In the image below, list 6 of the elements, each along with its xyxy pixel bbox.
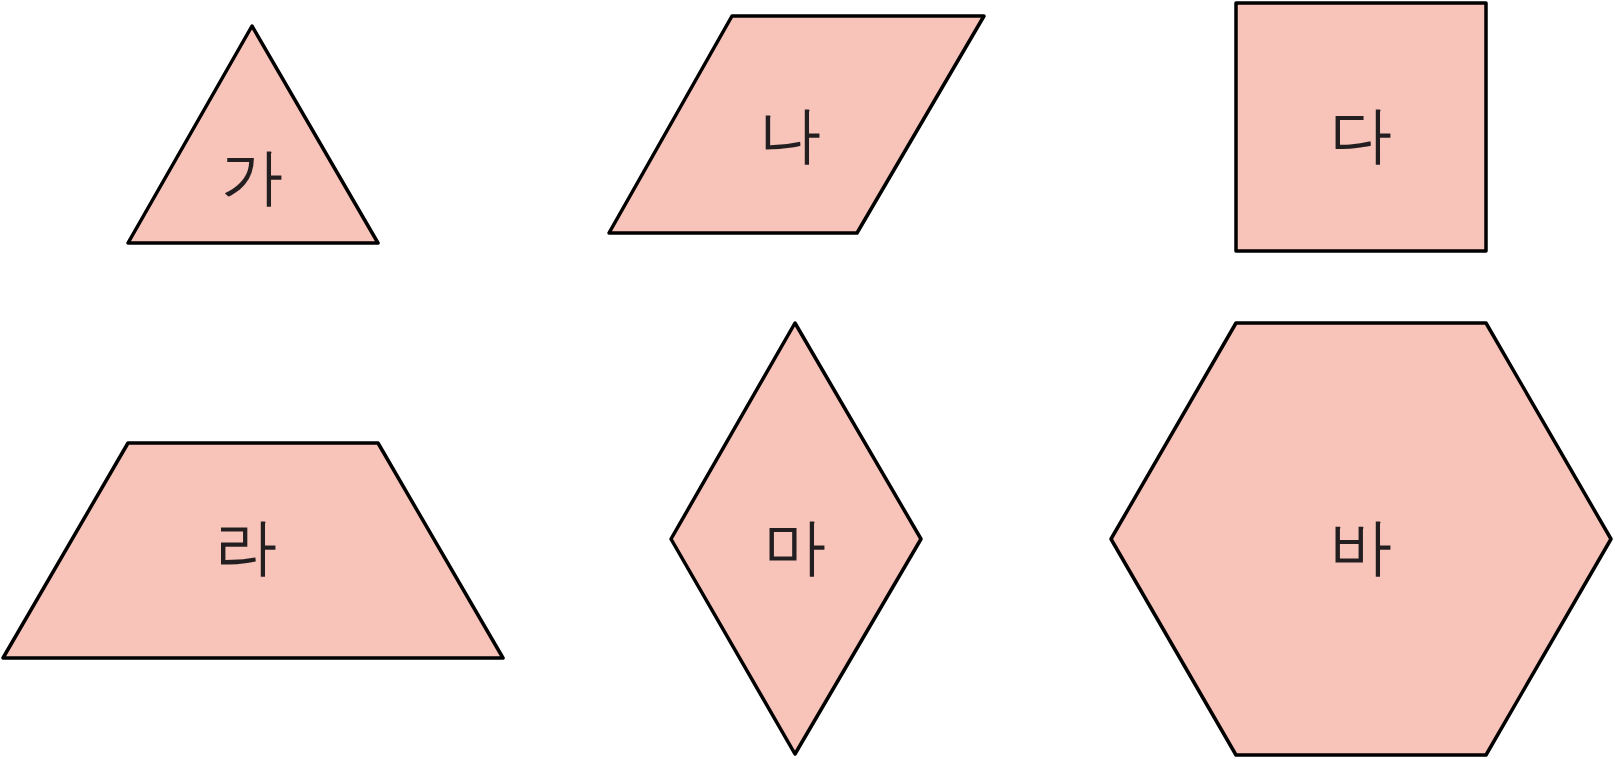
shape-label: 나 [759, 104, 821, 166]
shape-label: 가 [221, 146, 283, 208]
shape-label: 라 [215, 516, 277, 578]
shape-label: 마 [764, 516, 826, 578]
shape-label: 바 [1330, 516, 1392, 578]
shape-label: 다 [1330, 104, 1392, 166]
